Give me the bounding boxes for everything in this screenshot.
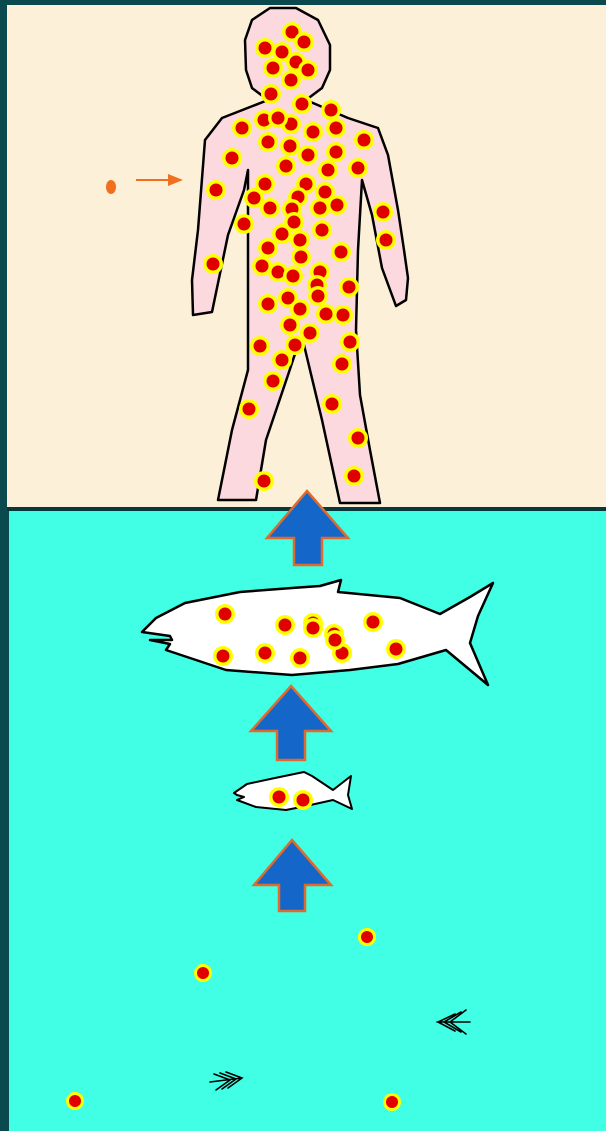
contaminant-particle [321, 100, 341, 120]
contaminant-particle [312, 220, 332, 240]
contaminant-particle [326, 142, 346, 162]
contaminant-particle [272, 350, 292, 370]
contaminant-particle [239, 399, 259, 419]
contaminant-particle [358, 928, 376, 946]
contaminant-particle [303, 122, 323, 142]
contaminant-particle [281, 70, 301, 90]
contaminant-particle [234, 214, 254, 234]
contaminant-particle [255, 38, 275, 58]
contaminant-particle [348, 158, 368, 178]
contaminant-particle [66, 1092, 84, 1110]
contaminant-particle [363, 612, 383, 632]
contaminant-particle [268, 108, 288, 128]
contaminant-particle [340, 332, 360, 352]
contaminant-particle [290, 230, 310, 250]
contaminant-particle [275, 615, 295, 635]
contaminant-particle [332, 354, 352, 374]
contaminant-particle [298, 145, 318, 165]
contaminant-particle [291, 247, 311, 267]
contaminant-particle [326, 118, 346, 138]
contaminant-particle [322, 394, 342, 414]
contaminant-particle [325, 630, 345, 650]
contaminant-particle [308, 286, 328, 306]
contaminant-particle [318, 160, 338, 180]
contaminant-particle [316, 304, 336, 324]
contaminant-particle [280, 136, 300, 156]
contaminant-particle [263, 58, 283, 78]
contaminant-particle [254, 471, 274, 491]
contaminant-particle [290, 648, 310, 668]
contaminant-particle [294, 32, 314, 52]
contaminant-particle [348, 428, 368, 448]
contaminant-particle [303, 618, 323, 638]
contaminant-particle [258, 132, 278, 152]
contaminant-particle [203, 254, 223, 274]
contaminant-particle [283, 266, 303, 286]
contaminant-particle [386, 639, 406, 659]
contaminant-particle [263, 371, 283, 391]
contaminant-particle [255, 643, 275, 663]
contaminant-particle [276, 156, 296, 176]
contaminant-particle [292, 94, 312, 114]
contaminant-particle [213, 646, 233, 666]
contaminant-particle [215, 604, 235, 624]
contaminant-particle [293, 790, 313, 810]
contaminant-particle [354, 130, 374, 150]
contaminant-particle [333, 305, 353, 325]
contaminant-particle [250, 336, 270, 356]
contaminant-particle [232, 118, 252, 138]
contaminant-particle [327, 195, 347, 215]
contaminant-particle [331, 242, 351, 262]
contaminant-particle [258, 238, 278, 258]
contaminant-particle [298, 60, 318, 80]
contaminant-particle [269, 787, 289, 807]
contaminant-particle [244, 188, 264, 208]
contaminant-particle [258, 294, 278, 314]
contaminant-particle [344, 466, 364, 486]
contaminant-particle [373, 202, 393, 222]
contaminant-particle [206, 180, 226, 200]
contaminant-particle [261, 84, 281, 104]
droplet-icon [106, 180, 116, 194]
contaminant-particle [194, 964, 212, 982]
contaminant-particle [376, 230, 396, 250]
contaminant-particle [383, 1093, 401, 1111]
contaminant-particle [310, 198, 330, 218]
contaminant-particle [339, 277, 359, 297]
contaminant-particle [280, 315, 300, 335]
contaminant-particle [222, 148, 242, 168]
